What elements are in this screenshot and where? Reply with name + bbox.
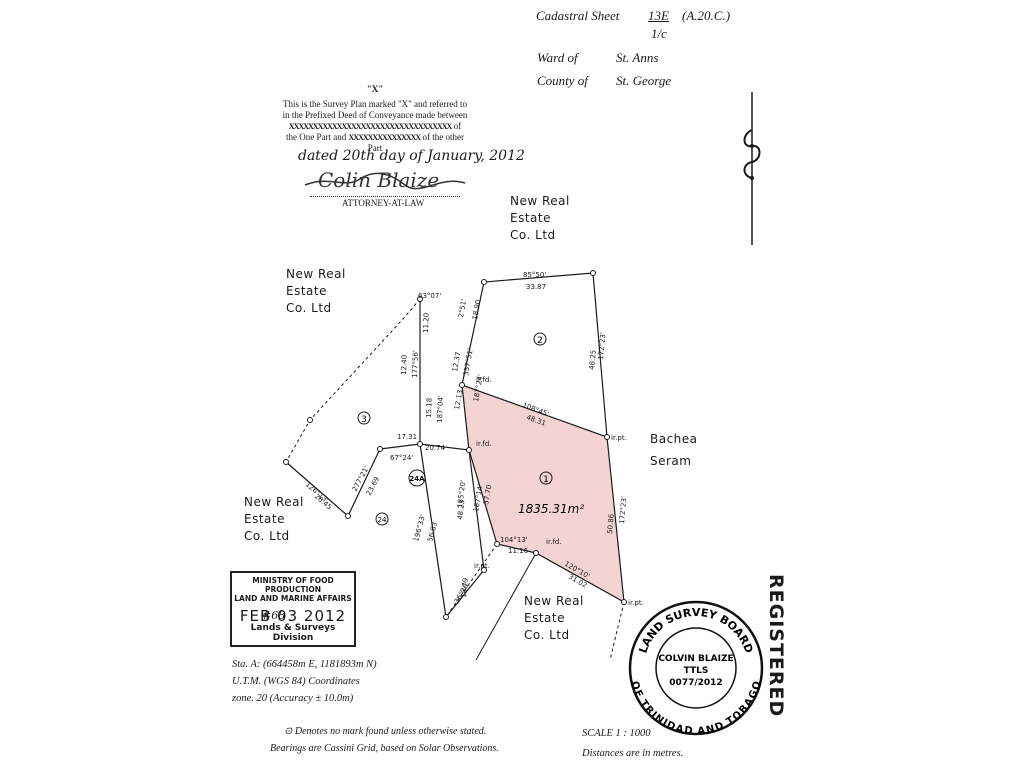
lot-2-boundary (461, 272, 608, 438)
deed-line-4: the One Part and XXXXXXXXXXXXXXX of the … (286, 132, 464, 142)
footnote-mark: ⊙ Denotes no mark found unless otherwise… (284, 726, 487, 737)
svg-text:37.70: 37.70 (482, 484, 493, 505)
svg-text:67°24': 67°24' (390, 454, 413, 462)
svg-text:172°23': 172°23' (597, 332, 607, 360)
deed-line-1: This is the Survey Plan marked "X" and r… (282, 99, 468, 109)
seal-top-text: LAND SURVEY BOARD (636, 606, 755, 655)
owner-southwest: New Real Estate Co. Ltd (244, 495, 304, 543)
lot-2-number: 2 (537, 336, 543, 346)
svg-text:17.31: 17.31 (397, 433, 417, 441)
svg-text:11.16: 11.16 (508, 547, 529, 555)
ward-label: Ward of (537, 50, 578, 65)
seal-name: COLVIN BLAIZE (658, 654, 733, 664)
signature-line (310, 196, 460, 197)
svg-text:185°20': 185°20' (456, 480, 467, 509)
svg-text:LAND SURVEY BOARD: LAND SURVEY BOARD (636, 606, 755, 655)
footnote-bearings: Bearings are Cassini Grid, based on Sola… (270, 743, 499, 754)
seal-title: TTLS (684, 666, 709, 676)
deed-mark: "X" (366, 84, 384, 94)
svg-text:50.86: 50.86 (606, 513, 616, 534)
svg-text:18.90: 18.90 (471, 299, 482, 320)
seal-number: 0077/2012 (669, 678, 722, 688)
registered-stamp: REGISTERED (765, 574, 787, 718)
svg-text:357°51': 357°51' (462, 348, 475, 377)
ministry-stamp: MINISTRY OF FOOD PRODUCTION LAND AND MAR… (230, 571, 356, 647)
stamp-handwritten: #68 (262, 609, 286, 622)
svg-text:2°51': 2°51' (457, 298, 468, 318)
county-label: County of (537, 73, 588, 88)
svg-text:ir.pt.: ir.pt. (474, 562, 490, 570)
svg-text:33.87: 33.87 (526, 283, 546, 291)
svg-text:ir.fd.: ir.fd. (546, 538, 562, 546)
svg-text:85°50': 85°50' (523, 271, 546, 279)
sheet-fraction: 1/c (651, 26, 667, 41)
deed-line-2: in the Prefixed Deed of Conveyance made … (282, 110, 468, 120)
svg-text:63°07': 63°07' (418, 292, 441, 300)
ward-value: St. Anns (616, 50, 659, 65)
redacted-party-2: XXXXXXXXXXXXXXX (348, 133, 422, 142)
svg-text:18.79: 18.79 (460, 578, 470, 599)
deed-block: "X" This is the Survey Plan marked "X" a… (260, 84, 490, 154)
svg-text:196°33': 196°33' (412, 514, 427, 543)
land-survey-board-seal: LAND SURVEY BOARD OF TRINIDAD AND TOBAGO… (629, 600, 763, 737)
lot-1-area: 1835.31m² (518, 502, 584, 516)
svg-text:104°13': 104°13' (500, 536, 528, 544)
lot-3-dotted-boundary (285, 298, 421, 463)
svg-text:48.23: 48.23 (456, 499, 466, 520)
svg-text:172°23': 172°23' (618, 496, 628, 524)
sheet-ref: (A.20.C.) (682, 8, 731, 23)
svg-text:12.13: 12.13 (453, 389, 464, 410)
svg-text:ir.fd.: ir.fd. (476, 440, 492, 448)
svg-text:20.74: 20.74 (425, 444, 446, 452)
svg-text:187°04': 187°04' (436, 395, 445, 423)
lot-24-boundary (285, 443, 421, 517)
stamp-date: FEB 03 2012 (239, 607, 347, 625)
lot-24-number: 24 (378, 516, 387, 524)
owner-north: New Real Estate Co. Ltd (510, 194, 570, 242)
deed-line-3: XXXXXXXXXXXXXXXXXXXXXXXXXXXXXXXXXX of (288, 121, 462, 131)
stamp-division: Lands & Surveys Division (250, 623, 336, 643)
lot-3-number: 3 (361, 415, 367, 425)
lot-1-number: 1 (543, 475, 549, 485)
owner-west: New Real Estate Co. Ltd (286, 267, 346, 315)
owner-east: Bachea Seram (650, 432, 698, 468)
scale-label: SCALE 1 : 1000 (582, 728, 651, 739)
cadastral-sheet-label: Cadastral Sheet (536, 8, 620, 23)
north-arrow-icon (743, 92, 761, 245)
signature-scribble (304, 172, 466, 190)
svg-text:12.40: 12.40 (400, 355, 409, 375)
distances-note: Distances are in metres. (582, 748, 684, 759)
svg-text:12.37: 12.37 (451, 351, 462, 372)
svg-text:ir.fd.: ir.fd. (476, 376, 492, 384)
lot-24a-number: 24A (409, 475, 425, 483)
coordinates-block: Sta. A: (664458m E, 1181893m N) U.T.M. (… (232, 659, 377, 704)
redacted-party-1: XXXXXXXXXXXXXXXXXXXXXXXXXXXXXXXXXX (288, 122, 452, 131)
deed-line-5: Part (367, 143, 383, 153)
sheet-number: 13E (648, 8, 669, 23)
svg-text:23.69: 23.69 (365, 475, 381, 496)
county-value: St. George (616, 73, 672, 88)
svg-text:56.83: 56.83 (426, 521, 439, 542)
svg-text:177°56': 177°56' (411, 350, 420, 378)
mark-symbol-icon: ⊙ (284, 726, 293, 737)
svg-text:15.18: 15.18 (425, 398, 434, 418)
owner-south: New Real Estate Co. Ltd (524, 594, 584, 642)
svg-text:11.20: 11.20 (422, 313, 431, 333)
boundary-marks (283, 270, 627, 620)
handwritten-date: dated 20th day of January, 2012 (298, 148, 525, 164)
svg-text:ir.pt.: ir.pt. (628, 599, 644, 607)
svg-text:48.25: 48.25 (588, 350, 598, 371)
attorney-label: ATTORNEY-AT-LAW (342, 198, 425, 208)
svg-text:ir.pt.: ir.pt. (611, 434, 627, 442)
